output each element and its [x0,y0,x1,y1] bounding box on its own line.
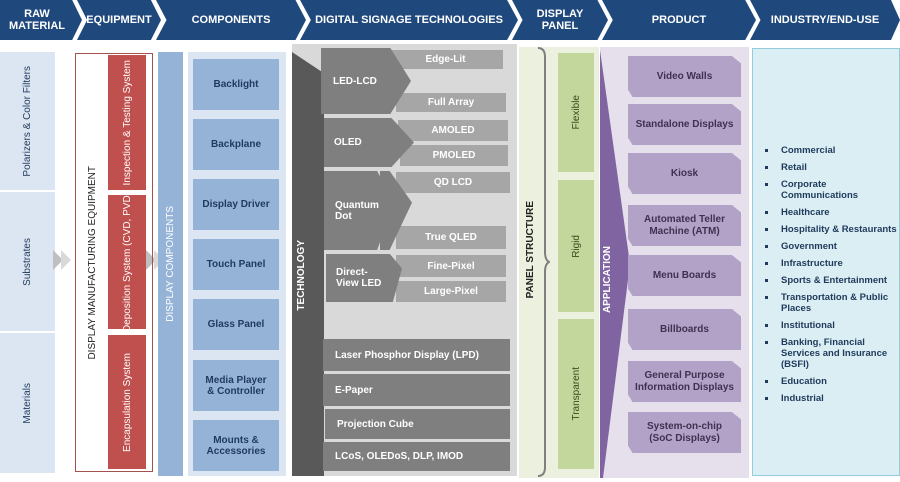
tech-sub-item: PMOLED [400,145,508,166]
flow-arrow-icon [53,250,77,270]
equipment-frame [75,53,153,472]
application-title: APPLICATION [601,246,613,314]
industry-list: Commercial Retail Corporate Communicatio… [759,145,899,410]
stage-digital-signage-technologies: DIGITAL SIGNAGE TECHNOLOGIES [300,0,518,40]
component-item: Mounts & Accessories [193,420,279,471]
technology-wedge [292,52,324,476]
stage-product: PRODUCT [602,0,756,40]
tech-group: LED-LCD [321,48,411,114]
panel-item: Flexible [558,53,594,172]
tech-group: Direct-View LED [326,254,402,302]
equipment-item: Deposition System (CVD, PVD) [108,192,146,332]
technology-title: TECHNOLOGY [295,239,307,311]
product-item: Menu Boards [628,255,741,296]
tech-sub-item: Large-Pixel [396,281,506,302]
component-item: Display Driver [193,179,279,230]
component-item: Backplane [193,119,279,170]
stage-equipment: EQUIPMENT [77,0,161,40]
tech-sub-item: Edge-Lit [388,50,503,69]
components-title-bar: DISPLAY COMPONENTS [158,52,183,476]
industry-item: Sports & Entertainment [759,275,899,286]
industry-item: Education [759,376,899,387]
component-item: Touch Panel [193,239,279,290]
tech-other-item: LCoS, OLEDoS, DLP, IMOD [323,442,510,471]
stage-industry-end-use: INDUSTRY/END-USE [750,0,900,40]
industry-item: Infrastructure [759,258,899,269]
industry-item: Hospitality & Restaurants [759,224,899,235]
industry-item: Corporate Communications [759,179,899,201]
industry-item: Industrial [759,393,899,404]
industry-item: Government [759,241,899,252]
product-item: Billboards [628,309,741,350]
panel-structure-title: PANEL STRUCTURE [524,201,536,299]
product-item: Standalone Displays [628,104,741,145]
panel-item: Transparent [558,319,594,469]
product-item: Automated Teller Machine (ATM) [628,205,741,246]
stage-display-panel: DISPLAY PANEL [512,0,608,40]
tech-sub-item: True QLED [396,226,506,249]
component-item: Glass Panel [193,299,279,350]
industry-item: Retail [759,162,899,173]
tech-sub-item: AMOLED [398,120,508,141]
equipment-title: DISPLAY MANUFACTURING EQUIPMENT [86,165,98,360]
product-item: Kiosk [628,153,741,194]
panel-item: Rigid [558,180,594,312]
tech-sub-item: Full Array [396,93,506,112]
product-item: Video Walls [628,56,741,97]
industry-item: Banking, Financial Services and Insuranc… [759,337,899,370]
tech-sub-item: QD LCD [396,172,510,193]
tech-sub-item: Fine-Pixel [396,255,506,277]
tech-other-item: Laser Phosphor Display (LPD) [323,339,510,371]
equipment-item: Encapsulation System [108,335,146,469]
component-item: Backlight [193,59,279,110]
stage-components: COMPONENTS [156,0,306,40]
industry-item: Healthcare [759,207,899,218]
brace-icon [536,47,552,477]
product-item: General Purpose Information Displays [628,361,741,402]
stage-raw-material: RAW MATERIAL [0,0,82,40]
industry-item: Commercial [759,145,899,156]
equipment-item: Inspection & Testing System [108,55,146,190]
component-item: Media Player & Controller [193,360,279,411]
tech-other-item: Projection Cube [325,409,510,439]
raw-material-item: Polarizers & Color Filters [0,52,55,190]
industry-panel: Commercial Retail Corporate Communicatio… [752,48,900,476]
industry-item: Institutional [759,320,899,331]
raw-material-item: Substrates [0,192,55,331]
product-item: System-on-chip (SoC Displays) [628,412,741,453]
raw-material-item: Materials [0,333,55,473]
industry-item: Transportation & Public Places [759,292,899,314]
tech-other-item: E-Paper [323,374,510,406]
